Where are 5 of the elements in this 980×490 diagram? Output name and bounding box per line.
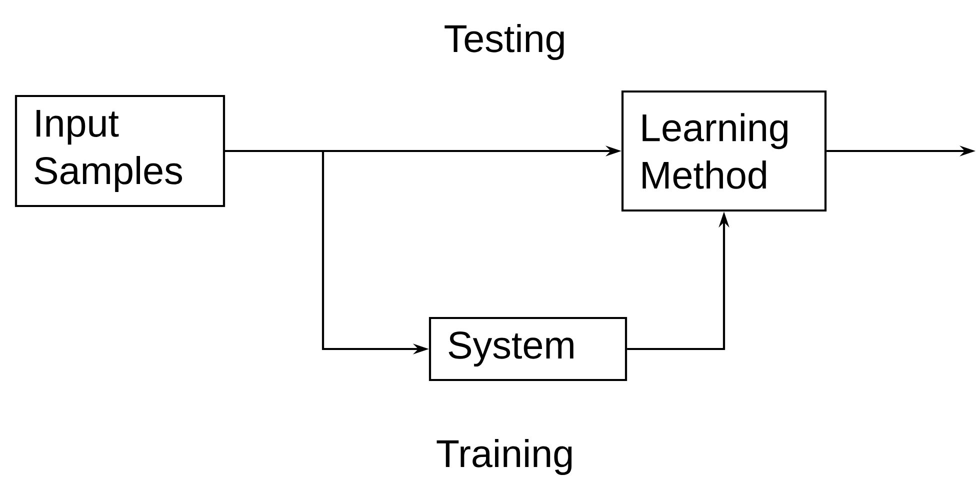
process-box: Input Samples: [14, 94, 226, 208]
text-label: Testing: [444, 24, 564, 60]
process-box: System: [428, 316, 628, 382]
process-box: Learning Method: [621, 90, 827, 212]
text-label: Training: [436, 438, 572, 476]
